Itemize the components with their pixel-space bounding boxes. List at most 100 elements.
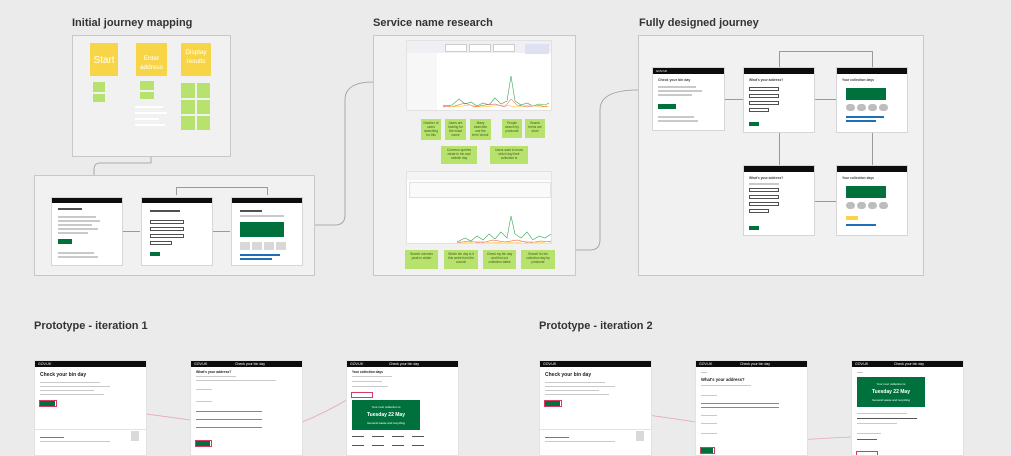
- wireframe-results-page: [231, 197, 303, 266]
- flow-connector: [872, 133, 873, 165]
- sticky-enter-address: Enter address: [136, 43, 167, 76]
- wireframe-start-page: [51, 197, 123, 266]
- wire-line: [135, 106, 163, 108]
- wire-line: [135, 118, 159, 120]
- green-note: [181, 83, 195, 98]
- flow-connector: [872, 51, 873, 67]
- green-note: [181, 100, 195, 114]
- start-button: [658, 104, 676, 109]
- flow-connector: [814, 201, 836, 202]
- title-service-name-research: Service name research: [373, 17, 493, 29]
- govuk-logo: GOV.UK: [855, 362, 869, 366]
- trend-line-chart: [442, 75, 550, 108]
- govuk-logo: GOV.UK: [350, 362, 364, 366]
- prototype-hotspot: [700, 447, 715, 454]
- wire-line: [135, 112, 167, 114]
- research-note: Users want to know which day their colle…: [490, 146, 528, 164]
- proto2-results-screen[interactable]: GOV.UK Check your bin day Your next colle…: [851, 360, 964, 456]
- panel-line: Your next collection is: [876, 382, 906, 386]
- govuk-logo: GOV.UK: [194, 362, 208, 366]
- search-trends-dashboard-1: [406, 40, 552, 111]
- trend-line-chart: [456, 215, 551, 243]
- green-note: [140, 92, 154, 99]
- flow-connector: [725, 99, 743, 100]
- green-note: [140, 81, 154, 90]
- prototype-hotspot: [856, 451, 878, 455]
- result-panel: Your next collection is Tuesday 22 May G…: [352, 400, 420, 430]
- panel-date: Tuesday 22 May: [367, 412, 405, 418]
- flow-connector: [814, 99, 836, 100]
- prototype-hotspot: [39, 400, 57, 407]
- research-note: People search by postcode: [502, 119, 522, 138]
- green-note: [93, 82, 105, 92]
- continue-button[interactable]: [701, 448, 713, 453]
- green-note: [181, 116, 195, 130]
- service-name: Check your bin day: [894, 362, 924, 366]
- designed-address-page: What's your address?: [743, 67, 815, 133]
- service-name: Check your bin day: [740, 362, 770, 366]
- flow-connector: [176, 187, 177, 195]
- page-heading: Your collection days: [842, 176, 874, 180]
- flow-connector: [213, 231, 230, 232]
- flow-connector: [779, 51, 873, 52]
- service-name-research-frame: Number of users searching for this Users…: [373, 35, 576, 276]
- proto1-address-screen[interactable]: GOV.UK Check your bin day What's your add…: [190, 360, 303, 456]
- page-heading: What's your address?: [749, 78, 784, 82]
- result-panel: [846, 88, 886, 100]
- panel-line: General waste and recycling: [367, 421, 405, 425]
- title-initial-journey-mapping: Initial journey mapping: [72, 17, 193, 29]
- wireframe-address-page: [141, 197, 213, 266]
- research-note: Number of users searching for this: [421, 119, 441, 140]
- flow-connector: [267, 187, 268, 195]
- wireframe-flow-frame: [34, 175, 315, 276]
- research-note: Search volumes peak in winter: [405, 250, 438, 269]
- proto1-start-screen[interactable]: GOV.UK Check your bin day: [34, 360, 147, 456]
- sticky-display-results: Display results: [181, 43, 211, 76]
- research-note: Search for bin collection day by postcod…: [521, 250, 555, 269]
- flow-connector: [779, 51, 780, 67]
- start-button[interactable]: [40, 401, 55, 406]
- continue-button[interactable]: [196, 441, 210, 446]
- govuk-logo: GOV.UK: [699, 362, 713, 366]
- result-panel: Your next collection is Tuesday 22 May G…: [857, 377, 925, 407]
- result-panel: [846, 186, 886, 198]
- prototype-hotspot: [544, 400, 562, 407]
- page-heading: Check your bin day: [658, 78, 691, 82]
- research-note: Check my bin day and find out collection…: [483, 250, 516, 269]
- service-name: Check your bin day: [235, 362, 265, 366]
- fully-designed-journey-frame: GOV.UK Check your bin day What's your ad…: [638, 35, 924, 276]
- govuk-logo: GOV.UK: [543, 362, 557, 366]
- research-note: Search terms are short: [525, 119, 545, 138]
- page-heading: Your collection days: [842, 78, 874, 82]
- journey-mapping-frame: Start Enter address Display results: [72, 35, 231, 157]
- designed-results-page: Your collection days: [836, 67, 908, 133]
- panel-line: General waste and recycling: [872, 398, 910, 402]
- designed-results-alt-page: Your collection days: [836, 165, 908, 236]
- proto2-address-screen[interactable]: GOV.UK Check your bin day What's your add…: [695, 360, 808, 456]
- green-note: [197, 116, 210, 130]
- page-heading: What's your address?: [701, 377, 745, 382]
- proto2-start-screen[interactable]: GOV.UK Check your bin day: [539, 360, 652, 456]
- title-fully-designed-journey: Fully designed journey: [639, 17, 759, 29]
- page-heading: What's your address?: [196, 370, 232, 374]
- page-heading: What's your address?: [749, 176, 784, 180]
- flow-connector: [123, 231, 140, 232]
- wire-line: [135, 124, 165, 126]
- panel-line: Your next collection is: [371, 405, 401, 409]
- panel-date: Tuesday 22 May: [872, 389, 910, 395]
- title-prototype-iteration-1: Prototype - iteration 1: [34, 320, 148, 332]
- flow-connector: [779, 133, 780, 165]
- govuk-logo: GOV.UK: [656, 69, 668, 73]
- research-note: Common queries relate to bin and rubbish…: [441, 146, 477, 164]
- sticky-start: Start: [90, 43, 118, 76]
- service-name: Check your bin day: [389, 362, 419, 366]
- search-trends-dashboard-2: [406, 171, 552, 244]
- page-heading: Check your bin day: [40, 372, 87, 378]
- prototype-hotspot: [195, 440, 212, 447]
- title-prototype-iteration-2: Prototype - iteration 2: [539, 320, 653, 332]
- start-button[interactable]: [545, 401, 560, 406]
- research-note: Which bin day is it this week from the c…: [444, 250, 478, 269]
- green-note: [197, 83, 210, 98]
- page-heading: Check your bin day: [545, 372, 592, 378]
